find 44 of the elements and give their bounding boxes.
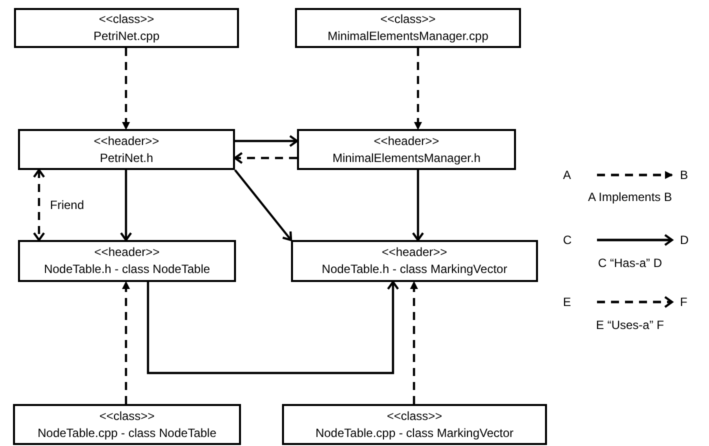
class-name: PetriNet.cpp <box>93 28 160 45</box>
class-name: NodeTable.cpp - class MarkingVector <box>315 424 514 442</box>
class-box <box>14 8 239 48</box>
legend-text: E “Uses-a” F <box>596 317 664 334</box>
legend-text: A Implements B <box>588 189 672 206</box>
legend-letter: F <box>680 294 688 311</box>
stereotype-label: <<class>> <box>99 408 155 424</box>
stereotype-label: <<header>> <box>374 132 440 150</box>
arrow <box>414 48 422 130</box>
arrow <box>234 152 297 164</box>
legend-letter: D <box>680 232 689 249</box>
arrow <box>32 168 46 242</box>
arrow <box>410 281 418 404</box>
legend-letter: E <box>563 294 572 311</box>
legend-letter: B <box>680 167 688 184</box>
arrow <box>146 280 400 374</box>
class-box <box>282 404 547 445</box>
stereotype-label: <<class>> <box>98 11 154 28</box>
class-box <box>13 404 241 445</box>
arrow <box>120 170 132 242</box>
stereotype-label: <<header>> <box>382 244 448 261</box>
arrow <box>122 281 130 404</box>
class-box <box>18 129 235 170</box>
class-box <box>297 129 516 170</box>
arrow <box>235 134 298 148</box>
stereotype-label: <<header>> <box>94 244 160 261</box>
stereotype-label: <<class>> <box>380 11 436 28</box>
legend-letter: A <box>563 167 572 184</box>
class-name: PetriNet.h <box>100 150 154 166</box>
stereotype-label: <<class>> <box>386 408 442 424</box>
stereotype-label: <<header>> <box>94 132 160 150</box>
class-box <box>291 240 538 282</box>
class-box <box>18 240 236 282</box>
legend-text: C “Has-a” D <box>598 255 662 272</box>
arrow <box>412 170 424 242</box>
class-name: NodeTable.h - class NodeTable <box>44 261 210 278</box>
class-name: NodeTable.cpp - class NodeTable <box>38 424 216 442</box>
class-name: MinimalElementsManager.h <box>332 150 481 166</box>
legend-letter: C <box>563 232 572 249</box>
class-name: NodeTable.h - class MarkingVector <box>322 261 508 278</box>
arrow <box>234 169 292 242</box>
class-name: MinimalElementsManager.cpp <box>328 28 488 45</box>
class-box <box>295 8 521 48</box>
arrow <box>122 48 130 130</box>
